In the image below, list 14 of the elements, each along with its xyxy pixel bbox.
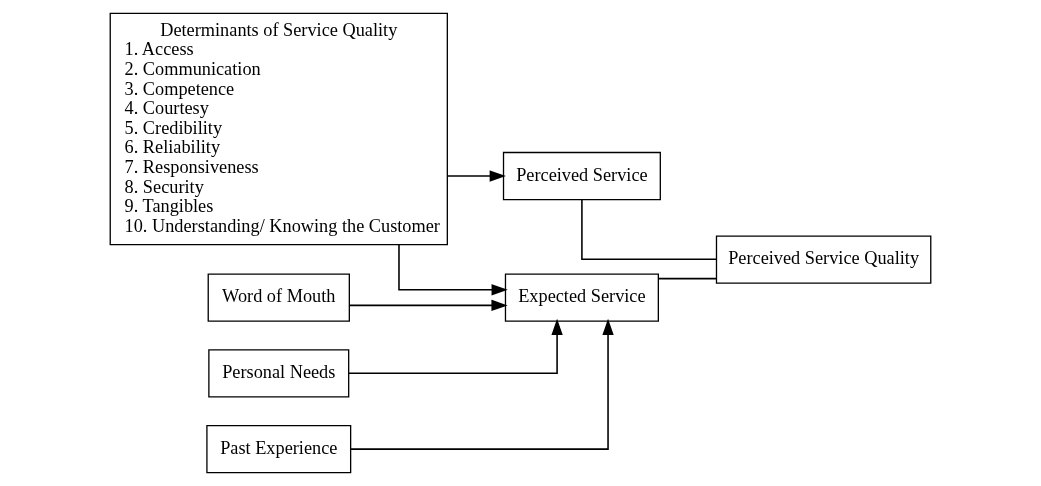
node-box: Determinants of Service Quality 1. Access 2. Communication 3. Competence 4. Courtesy 5. Credibility 6. Reliability 7. Responsiveness 8. Security 9. Tangibles 10. Understanding/ Knowing the Customer <box>109 12 448 246</box>
arrow <box>348 299 508 312</box>
arrow <box>398 244 508 296</box>
node-box: Past Experience <box>206 424 352 474</box>
node-box: Personal Needs <box>208 349 350 398</box>
arrow <box>350 318 614 450</box>
arrow <box>446 170 506 182</box>
node-box: Perceived Service <box>502 151 661 201</box>
node-box: Word of Mouth <box>207 273 350 322</box>
node-box: Perceived Service Quality <box>715 235 932 284</box>
arrow <box>348 318 563 375</box>
connector <box>581 198 717 261</box>
connector <box>657 277 718 280</box>
node-box: Expected Service <box>504 273 659 322</box>
